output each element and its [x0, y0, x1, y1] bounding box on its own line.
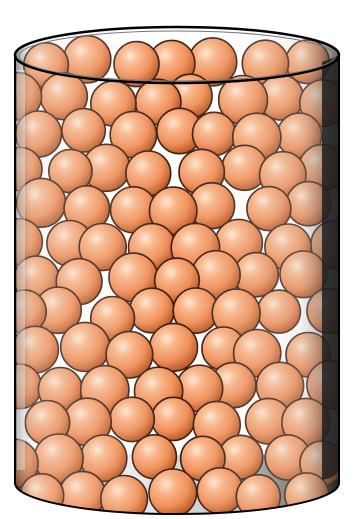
jar-left-wall-highlight [17, 70, 25, 470]
jar-glass-body [15, 27, 339, 514]
jar-right-wall-shadow [322, 55, 339, 480]
